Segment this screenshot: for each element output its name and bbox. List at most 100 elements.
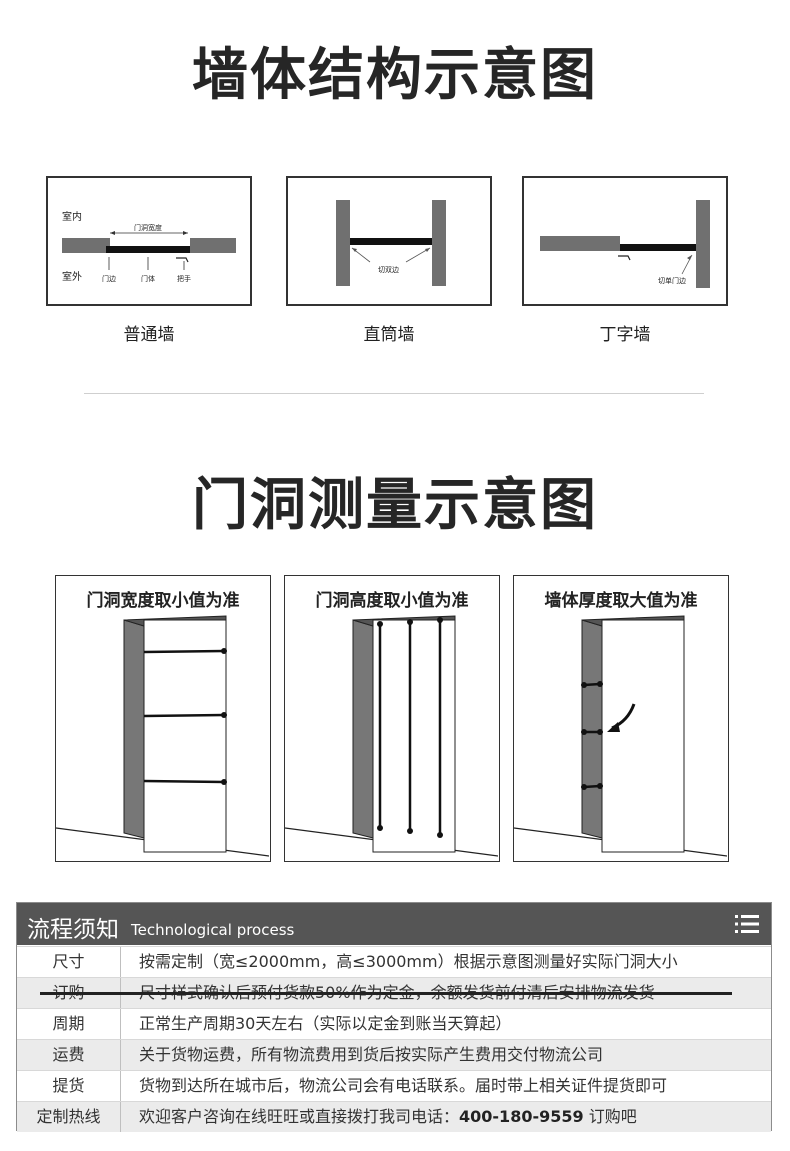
menu-dot-2	[735, 922, 738, 926]
row-value-pickup: 货物到达所在城市后，物流公司会有电话联系。届时带上相关证件提货即可	[139, 1076, 668, 1095]
handle-icon	[176, 257, 189, 263]
row-key-shipping: 运费	[17, 1040, 121, 1070]
arrow-head	[687, 255, 692, 260]
table-row: 运费 关于货物运费，所有物流费用到货后按实际产生费用交付物流公司	[17, 1039, 771, 1070]
door-jamb	[123, 619, 145, 839]
arrow-head-right	[183, 231, 188, 235]
row-key-pickup: 提货	[17, 1071, 121, 1101]
row-value-hotline: 欢迎客户咨询在线旺旺或直接拨打我司电话：400-180-9559 订购吧	[139, 1102, 637, 1132]
height-measure-drawing	[285, 615, 498, 857]
table-row: 提货 货物到达所在城市后，物流公司会有电话联系。届时带上相关证件提货即可	[17, 1070, 771, 1101]
measure-line-bottom	[143, 779, 225, 784]
menu-icon[interactable]	[735, 914, 759, 934]
menu-dot-3	[735, 930, 738, 933]
panel-title-thickness: 墙体厚度取大值为准	[544, 591, 698, 611]
door-opening	[372, 619, 456, 853]
section-divider	[84, 393, 704, 394]
thickness-point-middle-left	[581, 729, 587, 735]
door-width-label: 门洞宽度	[134, 223, 162, 232]
menu-bar-1	[741, 915, 759, 918]
handle-icon	[618, 255, 631, 261]
panel-title-width: 门洞宽度取小值为准	[86, 591, 240, 611]
menu-bar-3	[741, 930, 759, 933]
wall-label-t: 丁字墙	[599, 325, 651, 345]
wall-left	[336, 200, 350, 286]
arrow-head-right	[425, 248, 430, 252]
door-body-label: 门体	[141, 274, 155, 283]
menu-bar-2	[741, 922, 759, 926]
process-title-zh: 流程须知	[27, 917, 119, 943]
wall-diagram-ordinary: 室内 室外 门洞宽度 门边 门体 把手	[46, 176, 252, 306]
door-jamb	[352, 619, 374, 839]
wall-vertical	[696, 200, 710, 288]
door-jamb	[581, 619, 603, 839]
wall-left	[62, 238, 110, 253]
arrow-head-left	[110, 231, 115, 235]
thickness-point-bottom-left	[581, 784, 587, 790]
measure-point-right-bottom	[437, 832, 443, 838]
table-row: 定制热线 欢迎客户咨询在线旺旺或直接拨打我司电话：400-180-9559 订购…	[17, 1101, 771, 1132]
measure-line-top	[143, 649, 225, 654]
measure-point-center-top	[407, 619, 413, 625]
table-row: 周期 正常生产周期30天左右（实际以定金到账当天算起）	[17, 1008, 771, 1039]
process-title-en: Technological process	[131, 921, 295, 939]
wall-diagram-straight: 切双边	[286, 176, 492, 306]
outdoor-label: 室外	[62, 270, 82, 283]
door-opening	[143, 619, 227, 853]
measure-point-middle	[221, 712, 227, 718]
door-opening	[601, 619, 685, 853]
menu-dot-1	[735, 915, 738, 918]
thickness-point-bottom-right	[597, 783, 603, 789]
row-value-period: 正常生产周期30天左右（实际以定金到账当天算起）	[139, 1014, 512, 1033]
wall-right	[190, 238, 236, 253]
door-body	[106, 246, 190, 253]
measure-point-left-top	[377, 621, 383, 627]
door-panel-thickness: 墙体厚度取大值为准	[513, 575, 729, 862]
wall-horizontal	[540, 236, 620, 251]
thickness-point-top-left	[581, 682, 587, 688]
width-measure-drawing	[56, 615, 269, 857]
row-value-size: 按需定制（宽≤2000mm，高≤3000mm）根据示意图测量好实际门洞大小	[139, 952, 678, 971]
wall-label-ordinary: 普通墙	[123, 325, 175, 345]
wall-diagram-t: 切单门边	[522, 176, 728, 306]
door-handle-label: 把手	[177, 274, 191, 283]
measure-point-right-top	[437, 617, 443, 623]
panel-title-height: 门洞高度取小值为准	[315, 591, 469, 611]
measure-point-bottom	[221, 779, 227, 785]
process-header: 流程须知 Technological process	[17, 903, 771, 945]
hotline-phone[interactable]: 400-180-9559	[459, 1107, 584, 1126]
door-measure-title: 门洞测量示意图	[192, 473, 598, 538]
row-key-size: 尺寸	[17, 947, 121, 977]
order-row-strikethrough	[40, 992, 732, 995]
indoor-label: 室内	[62, 210, 82, 223]
process-table: 流程须知 Technological process 尺寸 按需定制（宽≤200…	[16, 902, 772, 1132]
door-panel-height: 门洞高度取小值为准	[284, 575, 500, 862]
arrow-head-left	[352, 248, 357, 252]
row-key-hotline: 定制热线	[17, 1102, 121, 1132]
row-value-shipping: 关于货物运费，所有物流费用到货后按实际产生费用交付物流公司	[139, 1045, 604, 1064]
t-wall-drawing: 切单门边	[540, 200, 710, 288]
door-edge-label: 门边	[102, 274, 116, 283]
thickness-point-middle-right	[597, 729, 603, 735]
straight-wall-drawing: 切双边	[336, 200, 446, 286]
door-panel-width: 门洞宽度取小值为准	[55, 575, 271, 862]
row-key-period: 周期	[17, 1009, 121, 1039]
curved-arrow-head	[607, 722, 620, 732]
door-body	[620, 244, 696, 251]
thickness-measure-drawing	[514, 615, 727, 857]
door-body	[350, 238, 432, 245]
measure-point-left-bottom	[377, 825, 383, 831]
wall-right	[432, 200, 446, 286]
ordinary-wall-drawing: 室内 室外 门洞宽度 门边 门体 把手	[62, 210, 236, 283]
wall-label-straight: 直筒墙	[363, 325, 415, 345]
cut-both-label: 切双边	[378, 265, 399, 274]
thickness-point-top-right	[597, 681, 603, 687]
hotline-prefix: 欢迎客户咨询在线旺旺或直接拨打我司电话：	[139, 1107, 460, 1126]
wall-structure-title: 墙体结构示意图	[192, 43, 598, 108]
table-row: 尺寸 按需定制（宽≤2000mm，高≤3000mm）根据示意图测量好实际门洞大小	[17, 946, 771, 977]
measure-point-center-bottom	[407, 828, 413, 834]
measure-point-top	[221, 648, 227, 654]
cut-single-label: 切单门边	[658, 276, 686, 285]
measure-line-middle	[143, 713, 225, 718]
hotline-suffix: 订购吧	[583, 1107, 637, 1126]
